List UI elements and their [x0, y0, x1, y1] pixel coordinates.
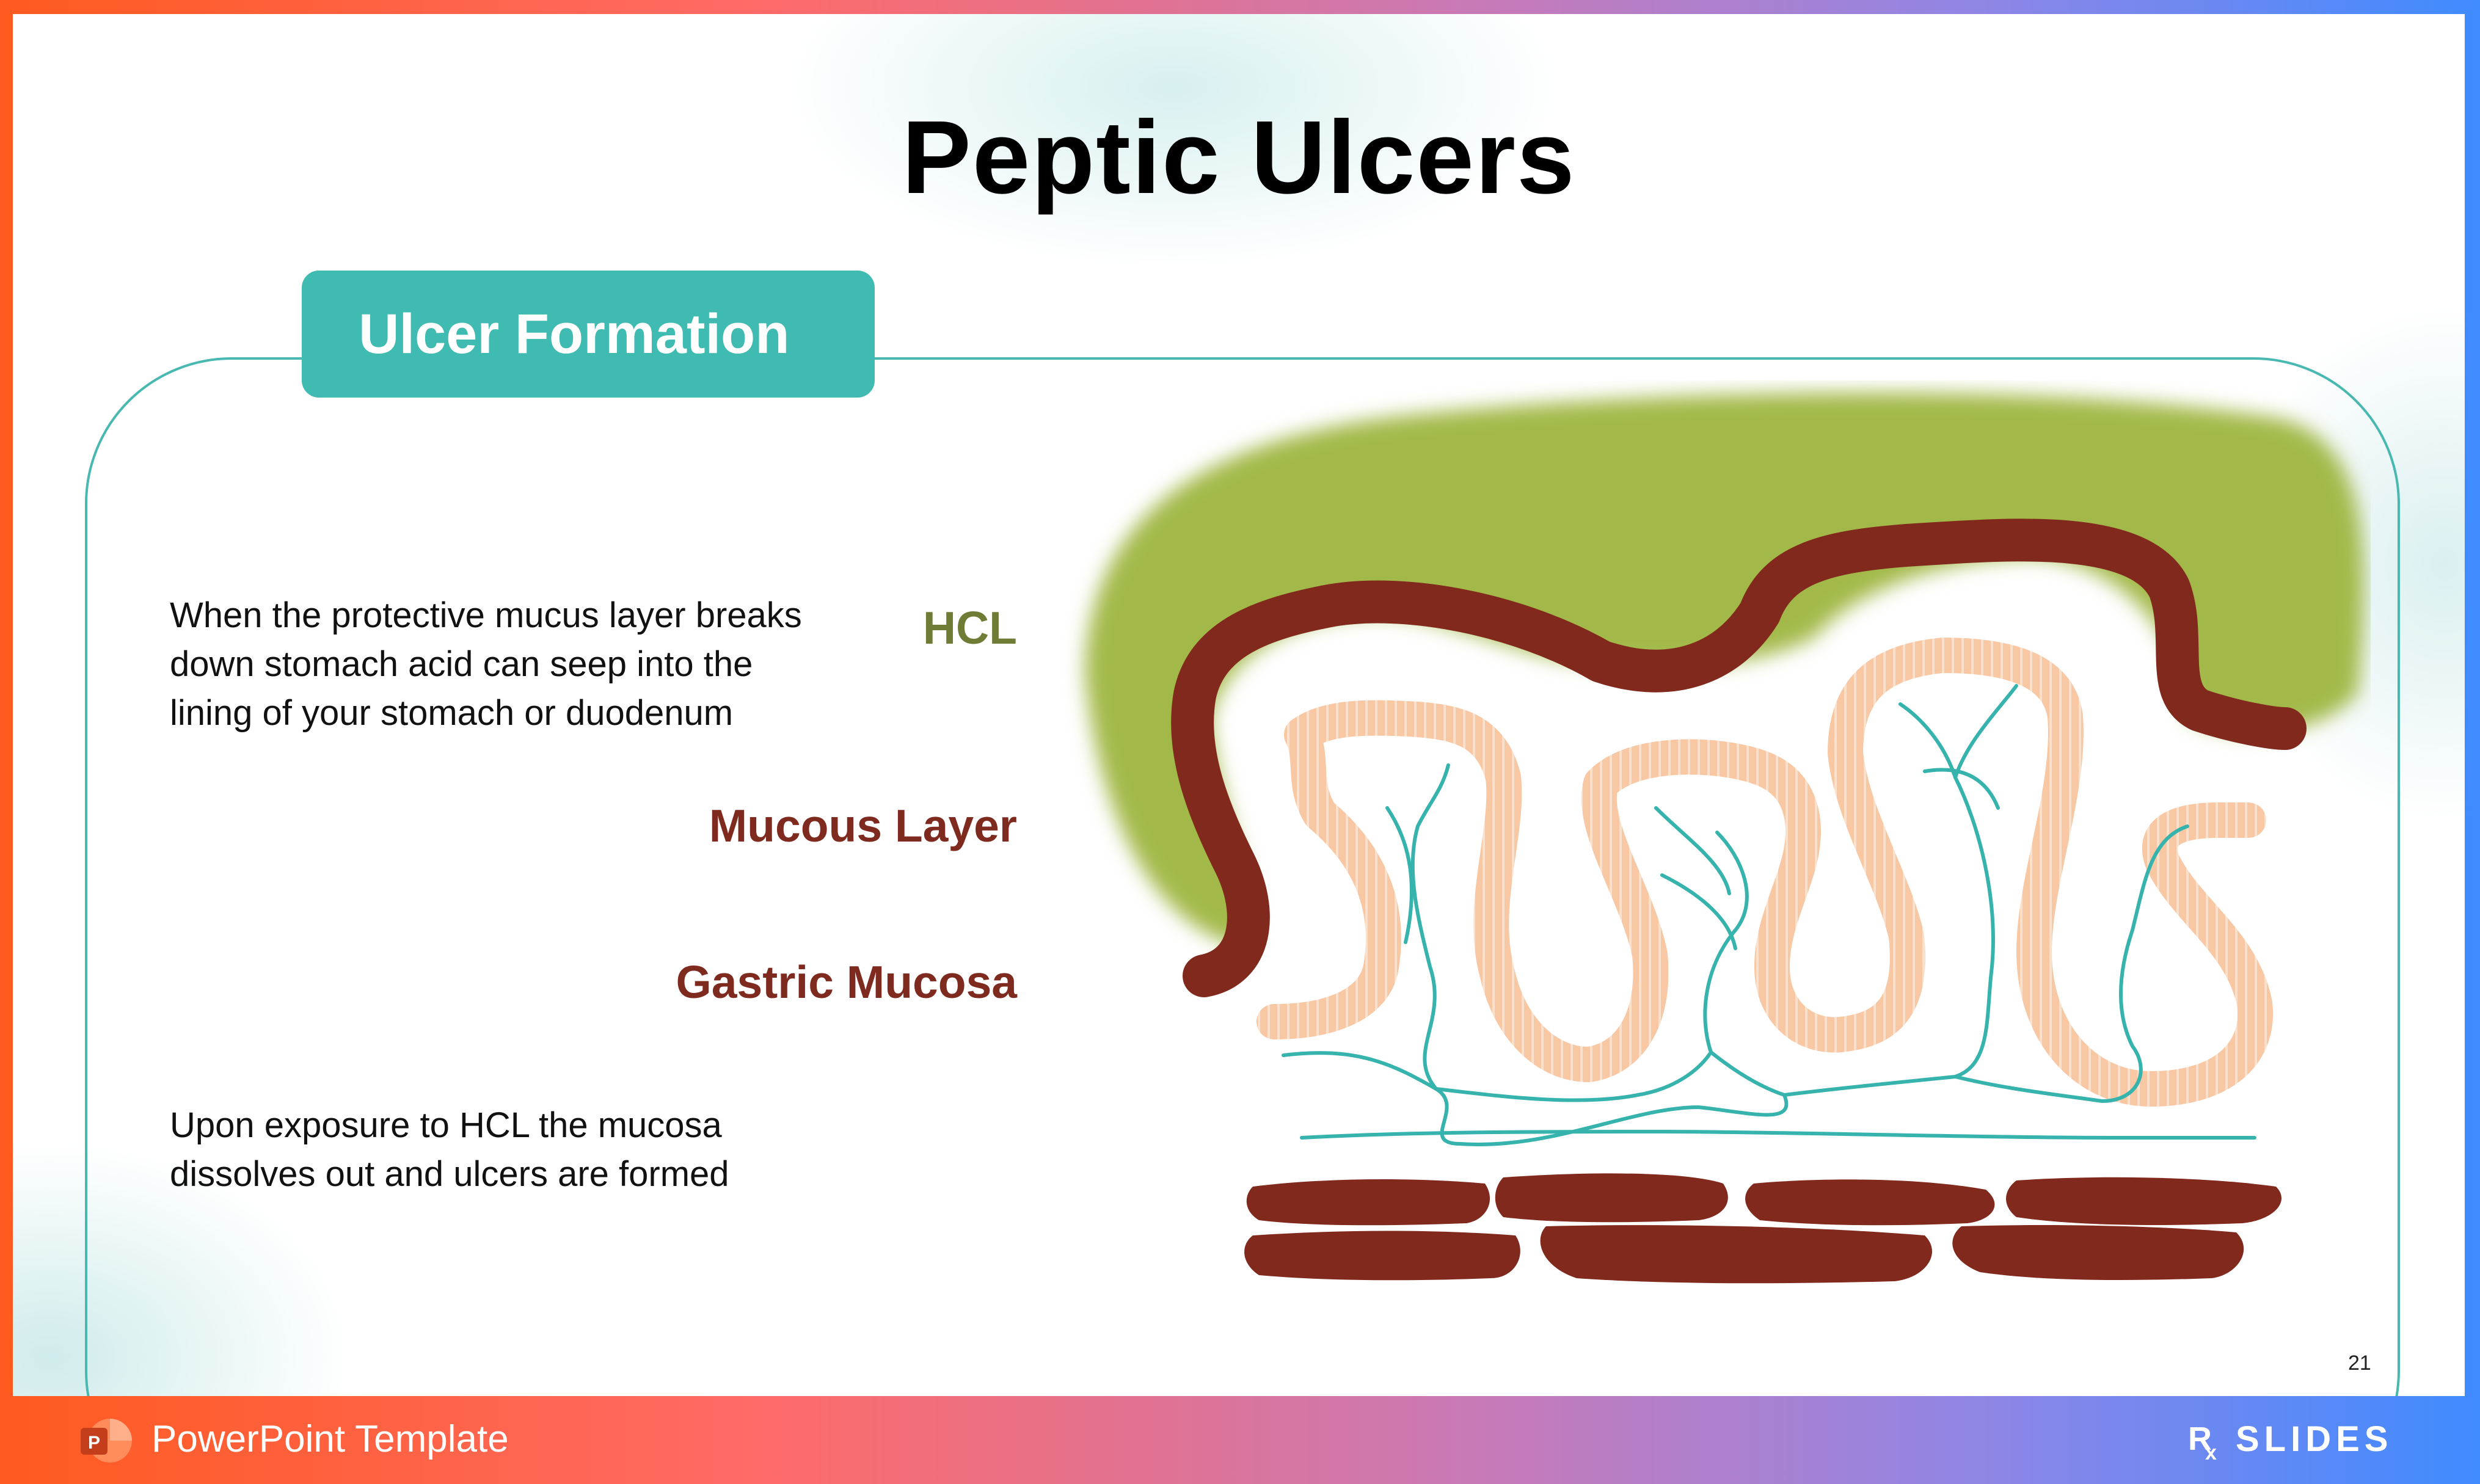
slide-canvas: Peptic Ulcers Ulcer Formation When the p…	[13, 14, 2465, 1396]
rxslides-logo: R x SLIDES	[2188, 1419, 2393, 1462]
blood-vessels	[1282, 684, 2256, 1146]
footer-bar: P PowerPoint Template R x SLIDES	[0, 1396, 2480, 1484]
muscle-layer	[1244, 1173, 2281, 1284]
slide-title: Peptic Ulcers	[902, 100, 1576, 216]
svg-text:R: R	[2188, 1420, 2212, 1457]
label-hcl: HCL	[922, 602, 1017, 653]
label-mucous-layer: Mucous Layer	[709, 800, 1017, 851]
svg-text:x: x	[2205, 1441, 2217, 1462]
description-paragraph-1: When the protective mucus layer breaks d…	[170, 595, 802, 733]
label-gastric-mucosa: Gastric Mucosa	[676, 956, 1017, 1008]
section-badge-label: Ulcer Formation	[359, 303, 790, 365]
content-frame	[85, 357, 2400, 1396]
svg-text:SLIDES: SLIDES	[2236, 1419, 2393, 1459]
svg-text:P: P	[88, 1433, 100, 1453]
gastric-mucosa-villi	[1256, 638, 2274, 1107]
page-number: 21	[2348, 1351, 2371, 1375]
description-paragraph-2: Upon exposure to HCL the mucosa dissolve…	[170, 1105, 729, 1194]
section-badge: Ulcer Formation	[302, 271, 875, 398]
ulcer-diagram	[1085, 392, 2365, 1284]
mucous-layer	[1171, 518, 2307, 997]
footer-label: PowerPoint Template	[151, 1418, 509, 1460]
powerpoint-icon: P	[81, 1419, 132, 1463]
